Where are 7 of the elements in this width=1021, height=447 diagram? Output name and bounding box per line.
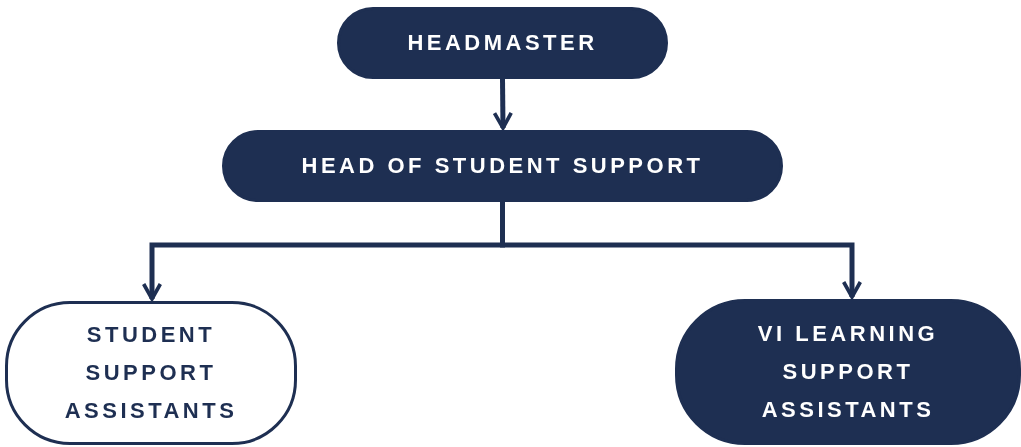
pill-box [675,299,1021,445]
box-label: STUDENT SUPPORT ASSISTANTS [63,321,239,425]
connector-arrow [492,78,513,130]
box-label: HEADMASTER [407,29,598,57]
box-label: HEAD OF STUDENT SUPPORT [301,152,704,180]
box-label: VI LEARNING SUPPORT ASSISTANTS [756,320,940,424]
connector-arrow [500,202,863,299]
